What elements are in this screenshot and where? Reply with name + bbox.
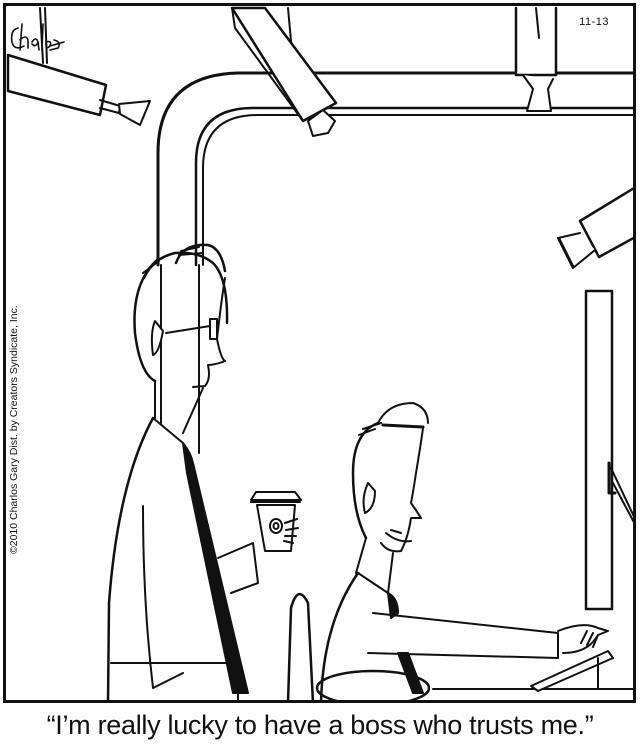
ceiling-pipe: [156, 71, 633, 454]
computer-monitor: [584, 289, 633, 611]
security-camera-left-icon: [6, 7, 151, 126]
date-stamp: 11-13: [579, 16, 609, 28]
coffee-cup-icon: [250, 491, 302, 552]
copyright-notice: ©2010 Charlos Gary Dist. by Creators Syn…: [8, 305, 20, 554]
artist-signature-icon: [10, 23, 65, 51]
security-camera-top-right-icon: [514, 6, 558, 112]
desk: [432, 650, 633, 692]
employee-figure: [319, 402, 609, 700]
security-camera-top-center-icon: [230, 6, 338, 137]
boss-figure: [106, 243, 259, 700]
comic-caption: “I’m really lucky to have a boss who tru…: [46, 710, 594, 740]
comic-panel: 11-13 ©2010 Charlos Gary Dist. by Creato…: [3, 3, 636, 703]
chair: [286, 593, 431, 700]
security-camera-right-wall-icon: [557, 187, 633, 269]
comic-illustration: [6, 6, 633, 700]
